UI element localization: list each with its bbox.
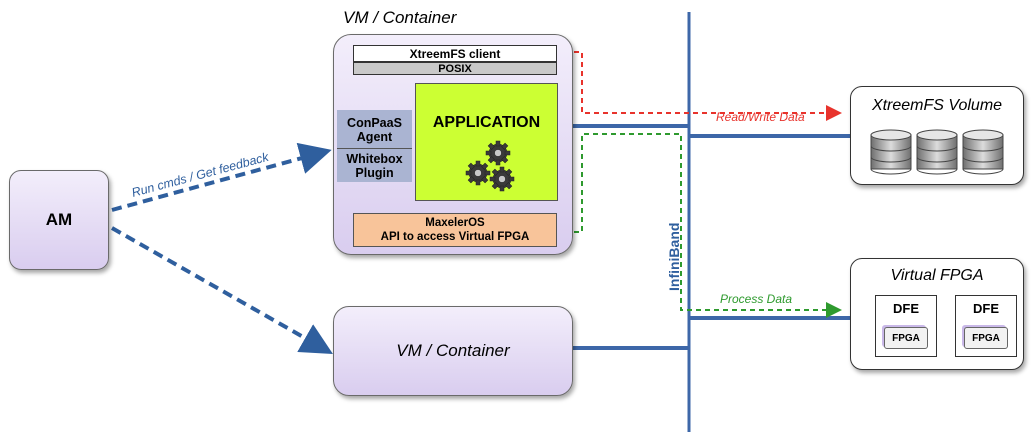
am-label: AM <box>45 210 73 229</box>
run-cmds-arrow <box>111 142 332 212</box>
posix-bar: POSIX <box>353 62 557 75</box>
read-write-label: Read/Write Data <box>716 110 805 124</box>
conpaas-line-1: ConPaaS <box>347 116 402 130</box>
whitebox-plugin-label: Whitebox Plugin <box>337 149 412 183</box>
xtreemfs-volume-title: XtreemFS Volume <box>871 97 1003 114</box>
virtual-fpga-title: Virtual FPGA <box>890 267 984 284</box>
application-label: APPLICATION <box>432 114 541 131</box>
read-write-path <box>556 51 842 121</box>
maxeler-box: MaxelerOS API to access Virtual FPGA <box>353 213 557 247</box>
conpaas-agent-label: ConPaaS Agent <box>337 110 412 149</box>
fpga-chip-2: FPGA <box>964 327 1008 349</box>
disk-icon-1 <box>870 129 912 175</box>
vm-top-caption: VM / Container <box>343 8 457 27</box>
am-node: AM <box>9 170 109 270</box>
infiniband-label: InfiniBand <box>666 223 682 291</box>
dfe-label-2: DFE <box>973 301 999 316</box>
am-to-vm-bottom-arrow <box>111 226 333 354</box>
virtual-fpga-node: Virtual FPGA DFE FPGA DFE FPGA <box>850 258 1024 370</box>
xtreemfs-volume-node: XtreemFS Volume <box>850 86 1024 185</box>
disk-icon-3 <box>962 129 1004 175</box>
dfe-label-1: DFE <box>893 301 919 316</box>
gears-icon <box>465 140 515 192</box>
vm-bottom-label: VM / Container <box>396 341 510 360</box>
conpaas-agent-box: ConPaaS Agent Whitebox Plugin <box>337 110 412 182</box>
xtreemfs-client-bar: XtreemFS client <box>353 45 557 62</box>
run-cmds-label: Run cmds / Get feedback <box>130 150 271 200</box>
dfe-unit-2: DFE FPGA <box>955 295 1017 357</box>
maxeler-line-2: API to access Virtual FPGA <box>380 231 530 243</box>
dfe-unit-1: DFE FPGA <box>875 295 937 357</box>
maxeler-line-1: MaxelerOS <box>425 217 485 229</box>
conpaas-line-2: Agent <box>356 130 393 144</box>
disk-icon-2 <box>916 129 958 175</box>
whitebox-line-2: Plugin <box>355 166 394 180</box>
fpga-chip-1: FPGA <box>884 327 928 349</box>
disk-stack-icons <box>870 129 1004 175</box>
whitebox-line-1: Whitebox <box>346 152 403 166</box>
vm-bottom-container: VM / Container <box>333 306 573 396</box>
process-data-label: Process Data <box>720 292 792 306</box>
application-box: APPLICATION <box>415 83 558 201</box>
process-data-path <box>556 133 842 318</box>
